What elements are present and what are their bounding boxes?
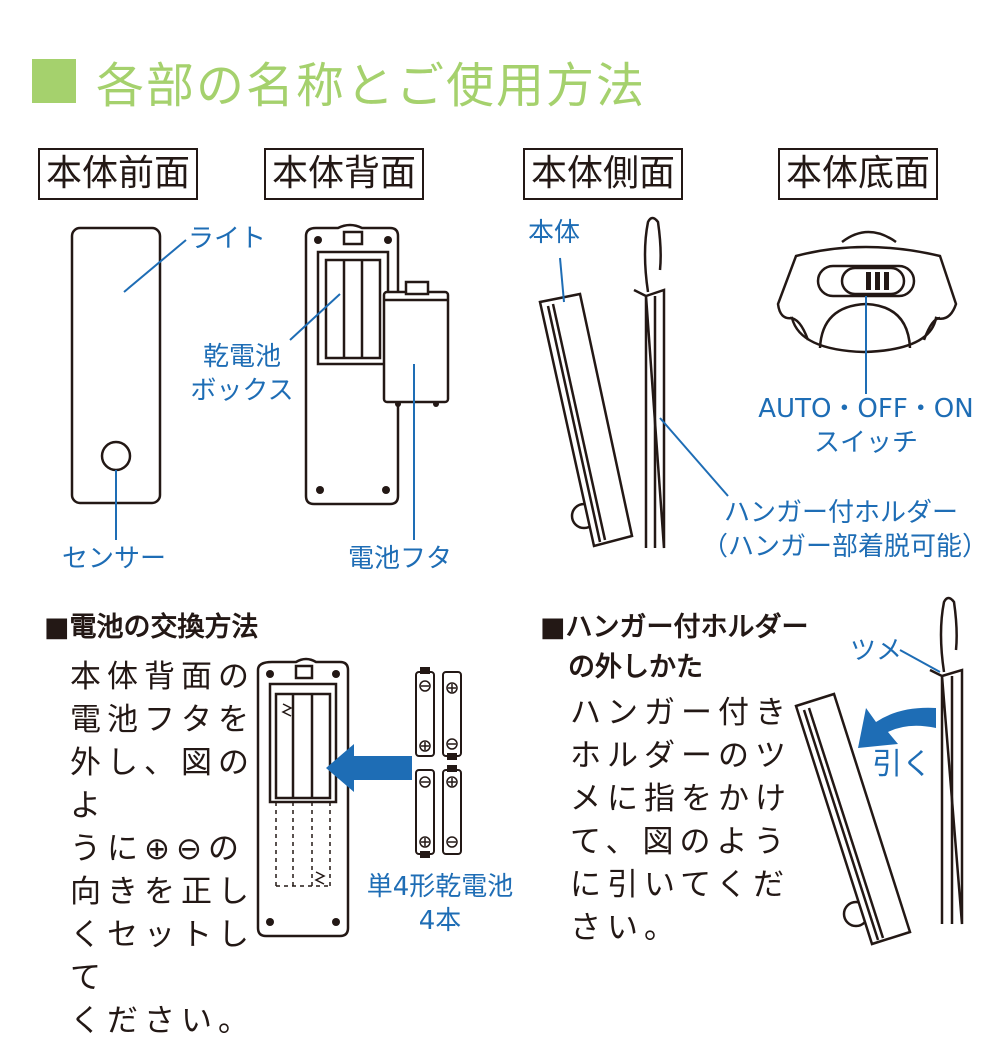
removal-device xyxy=(794,596,964,946)
label-batteries-line1: 単4形乾電池 xyxy=(366,872,514,902)
label-pull: 引く xyxy=(872,747,932,782)
exchange-text: 本体背面の 電池フタを 外し、図のよ うに⊕⊖の 向きを正し くセットして くだ… xyxy=(70,656,260,1043)
label-sensor: センサー xyxy=(62,544,167,574)
heading-back: 本体背面 xyxy=(264,148,425,200)
heading-bottom: 本体底面 xyxy=(778,148,939,200)
label-switch-line1: AUTO・OFF・ON xyxy=(758,394,974,424)
removal-text: ハンガー付き ホルダーのツ メに指をかけ て、図のよう に引いてくだ さい。 xyxy=(570,692,800,950)
removal-line: ハンガー付き xyxy=(570,695,792,731)
removal-heading-line1: ■ハンガー付ホルダー xyxy=(540,612,809,643)
label-switch-line2: スイッチ xyxy=(813,428,918,458)
side-leaders xyxy=(559,257,729,497)
side-device xyxy=(538,216,666,549)
removal-line: さい。 xyxy=(570,910,681,946)
exchange-device xyxy=(256,657,350,938)
label-batteries-line2: 4本 xyxy=(418,906,462,936)
exchange-line: くセットして xyxy=(70,917,255,996)
back-leaders xyxy=(289,293,415,540)
heading-front: 本体前面 xyxy=(38,148,199,200)
label-holder-line2: （ハンガー部着脱可能） xyxy=(702,532,989,562)
label-battery-cover: 電池フタ xyxy=(348,544,453,574)
label-body: 本体 xyxy=(528,218,581,248)
label-holder-line1: ハンガー付ホルダー xyxy=(723,498,958,528)
label-holder: ハンガー付ホルダー （ハンガー部着脱可能） xyxy=(702,496,989,564)
exchange-screws xyxy=(266,670,340,926)
tab-leader xyxy=(899,649,941,673)
exchange-line: 向きを正し xyxy=(70,874,255,910)
removal-line: に引いてくだ xyxy=(570,867,791,903)
label-tab: ツメ xyxy=(850,636,903,666)
front-leaders xyxy=(115,239,187,540)
label-batteries: 単4形乾電池 4本 xyxy=(352,870,528,938)
bottom-switch-grip xyxy=(866,272,889,290)
illustrations xyxy=(70,216,964,946)
exchange-line: うに⊕⊖の xyxy=(70,831,245,867)
front-device xyxy=(70,226,162,505)
battery-group xyxy=(415,667,462,858)
heading-side: 本体側面 xyxy=(523,148,684,200)
title-text: 各部の名称とご使用方法 xyxy=(96,58,647,114)
title-square xyxy=(32,59,76,103)
removal-line: ホルダーのツ xyxy=(570,738,792,774)
exchange-heading: ■電池の交換方法 xyxy=(44,612,259,643)
removal-line: メに指をかけ xyxy=(570,781,792,817)
label-battery-box-line2: ボックス xyxy=(190,376,294,406)
page-title: 各部の名称とご使用方法 xyxy=(32,46,646,116)
back-screws xyxy=(314,236,439,494)
exchange-line: 本体背面の xyxy=(70,659,255,695)
label-battery-box: 乾電池 ボックス xyxy=(182,340,302,408)
label-battery-box-line1: 乾電池 xyxy=(202,342,281,372)
battery-polarity xyxy=(419,680,458,848)
exchange-line: 電池フタを xyxy=(70,702,255,738)
insert-arrow xyxy=(326,744,412,792)
removal-line: て、図のよう xyxy=(570,824,791,860)
removal-heading-line2: の外しかた xyxy=(568,652,703,683)
label-switch: AUTO・OFF・ON スイッチ xyxy=(756,392,976,460)
back-device xyxy=(304,223,450,506)
exchange-line: 外し、図のよ xyxy=(70,745,255,824)
label-light: ライト xyxy=(188,224,267,254)
removal-heading: ■ハンガー付ホルダー の外しかた xyxy=(540,608,809,688)
exchange-line: ください。 xyxy=(70,1003,255,1039)
pull-arrow xyxy=(858,707,936,748)
